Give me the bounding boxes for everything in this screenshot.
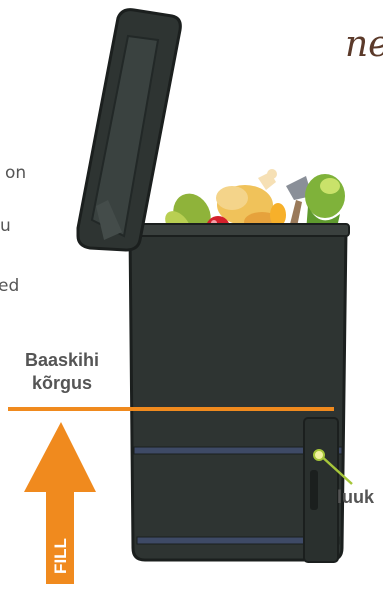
body-fragment-1: on — [5, 163, 26, 183]
hatch-door-icon[interactable] — [303, 417, 339, 563]
body-fragment-3: ed — [0, 276, 19, 296]
bin-band-top — [133, 446, 343, 455]
bin-rim — [126, 223, 350, 237]
height-label-line2: kõrgus — [32, 373, 92, 393]
up-arrow-icon — [24, 422, 96, 584]
arrow-label: FILL — [51, 538, 70, 574]
hatch-label: luuk — [337, 487, 375, 507]
hatch-pointer-line — [319, 454, 353, 485]
height-label-line1: Baaskihi — [25, 350, 99, 370]
hatch-pointer-dot — [313, 449, 325, 461]
lid-icon — [76, 8, 182, 252]
body-fragment-2: u — [0, 216, 11, 236]
heading-fragment: ne — [345, 24, 383, 65]
